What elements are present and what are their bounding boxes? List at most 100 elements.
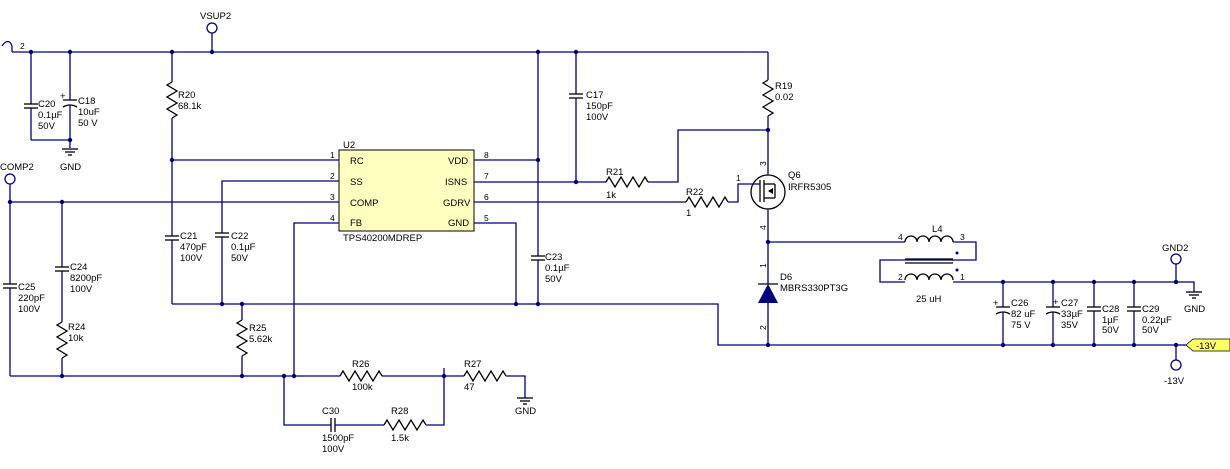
c24-value: 8200pF: [70, 273, 102, 284]
r22-ref: R22: [686, 187, 703, 198]
q6-mosfet: Q6 IRFR5305 1 3 4: [736, 155, 831, 258]
c23-value: 0.1µF: [545, 263, 570, 274]
c28-ref: C28: [1102, 304, 1119, 315]
d6-pin1: 1: [758, 263, 768, 268]
r26-resistor: R26 100k: [339, 359, 464, 393]
r25-ref: R25: [249, 323, 266, 334]
r20-ref: R20: [178, 90, 195, 101]
gnd-symbol-output: GND: [1176, 281, 1205, 315]
c24-voltage: 100V: [70, 284, 93, 295]
c29-ref: C29: [1142, 304, 1159, 315]
r21-ref: R21: [606, 167, 623, 178]
u2-pin-rc-num: 1: [330, 150, 335, 160]
c26-value: 82 uF: [1011, 309, 1035, 320]
q6-ref: Q6: [788, 170, 801, 181]
c27-voltage: 35V: [1061, 320, 1079, 331]
comp2-label: COMP2: [0, 162, 34, 173]
r22-resistor: R22 1: [685, 187, 729, 219]
d6-diode: D6 MBRS330PT3G 1 2: [758, 258, 848, 345]
c29-voltage: 50V: [1142, 325, 1160, 336]
c29-capacitor: C29 0.22µF 50V: [1127, 282, 1172, 345]
c30-value: 1500pF: [322, 433, 354, 444]
c18-voltage: 50 V: [78, 118, 98, 129]
c17-capacitor: C17 150pF 100V: [569, 52, 613, 182]
c20-value: 0.1µF: [38, 110, 63, 121]
c20-ref: C20: [38, 99, 55, 110]
d6-ref: D6: [780, 272, 792, 283]
c24-capacitor: C24 8200pF 100V: [55, 202, 102, 322]
c23-capacitor: C23 0.1µF 50V: [531, 52, 570, 304]
u2-pin-comp-num: 3: [330, 192, 335, 202]
c21-value: 470pF: [180, 242, 207, 253]
r27-resistor: R27 47: [463, 359, 526, 398]
r24-ref: R24: [68, 322, 85, 333]
c28-capacitor: C28 1µF 50V: [1087, 282, 1120, 345]
c23-voltage: 50V: [545, 274, 563, 285]
q6-pin-drain: 3: [758, 161, 768, 166]
r21-value: 1k: [606, 190, 616, 201]
r19-resistor: R19 0.02: [761, 52, 794, 155]
neg13-flag-text: -13V: [1196, 341, 1217, 352]
c23-ref: C23: [545, 252, 562, 263]
r19-value: 0.02: [775, 92, 794, 103]
vsup2-rail: 2 VSUP2: [1, 11, 768, 53]
c25-capacitor: C25 220pF 100V: [3, 282, 45, 376]
l4-pin1: 1: [960, 272, 965, 282]
u2-pin-fb-name: FB: [350, 218, 362, 229]
c27-ref: C27: [1061, 298, 1078, 309]
vsup2-label: VSUP2: [200, 11, 231, 22]
junction-dots: [7, 49, 1179, 379]
c25-ref: C25: [18, 282, 35, 293]
c22-value: 0.1µF: [231, 242, 256, 253]
c27-value: 33µF: [1061, 309, 1083, 320]
c24-ref: C24: [70, 262, 87, 273]
gnd-label-comp: GND: [515, 406, 536, 417]
c17-value: 150pF: [586, 101, 613, 112]
r19-ref: R19: [775, 81, 792, 92]
c28-value: 1µF: [1102, 315, 1119, 326]
r27-value: 47: [464, 382, 475, 393]
c26-plus-mark: +: [993, 298, 999, 309]
gnd2-label: GND2: [1162, 243, 1188, 254]
c22-voltage: 50V: [231, 253, 249, 264]
c18-plus-mark: +: [60, 91, 66, 102]
c18-value: 10uF: [78, 107, 100, 118]
c27-plus-mark: +: [1053, 297, 1059, 308]
u2-pin-ss-name: SS: [350, 177, 363, 188]
q6-pin-source: 4: [758, 225, 768, 230]
c20-capacitor: C20 0.1µF 50V: [24, 52, 63, 140]
u2-pin-gdrv-num: 6: [484, 192, 489, 202]
u2-pin-vdd-num: 8: [484, 150, 489, 160]
gnd-label-output: GND: [1184, 304, 1205, 315]
u2-pin-gnd-name: GND: [448, 218, 469, 229]
c22-capacitor: C22 0.1µF 50V: [215, 231, 256, 304]
comp2-port: COMP2: [0, 162, 34, 284]
r26-ref: R26: [352, 359, 369, 370]
d6-part: MBRS330PT3G: [780, 283, 848, 294]
u2-ref: U2: [343, 140, 355, 151]
r24-resistor: R24 10k: [55, 321, 85, 376]
u2-ic: U2 TPS40200MDREP 1 RC 2 SS 3 COMP 4 FB 8…: [330, 140, 489, 244]
l4-value: 25 uH: [916, 294, 941, 305]
r25-resistor: R25 5.62k: [235, 304, 272, 376]
u2-pin-comp-name: COMP: [350, 198, 379, 209]
c18-capacitor: + C18 10uF 50 V: [60, 52, 100, 148]
c22-ref: C22: [231, 231, 248, 242]
r25-value: 5.62k: [249, 334, 272, 345]
c21-ref: C21: [180, 231, 197, 242]
l4-pin3: 3: [960, 232, 965, 242]
c26-voltage: 75 V: [1011, 320, 1031, 331]
gnd2-port: GND2: [1162, 243, 1188, 282]
l4-inductor: L4 25 uH 4 3 2 1: [879, 224, 977, 305]
u2-pin-vdd-name: VDD: [448, 156, 468, 167]
neg13-label: -13V: [1164, 376, 1185, 387]
c30-ref: C30: [322, 406, 339, 417]
neg13-net-flag: -13V: [1176, 338, 1230, 352]
c18-ref: C18: [78, 96, 95, 107]
gnd-symbol-comp: GND: [515, 397, 536, 417]
c28-voltage: 50V: [1102, 325, 1120, 336]
l4-pin2: 2: [898, 272, 903, 282]
r26-value: 100k: [352, 382, 373, 393]
r20-value: 68.1k: [178, 101, 201, 112]
